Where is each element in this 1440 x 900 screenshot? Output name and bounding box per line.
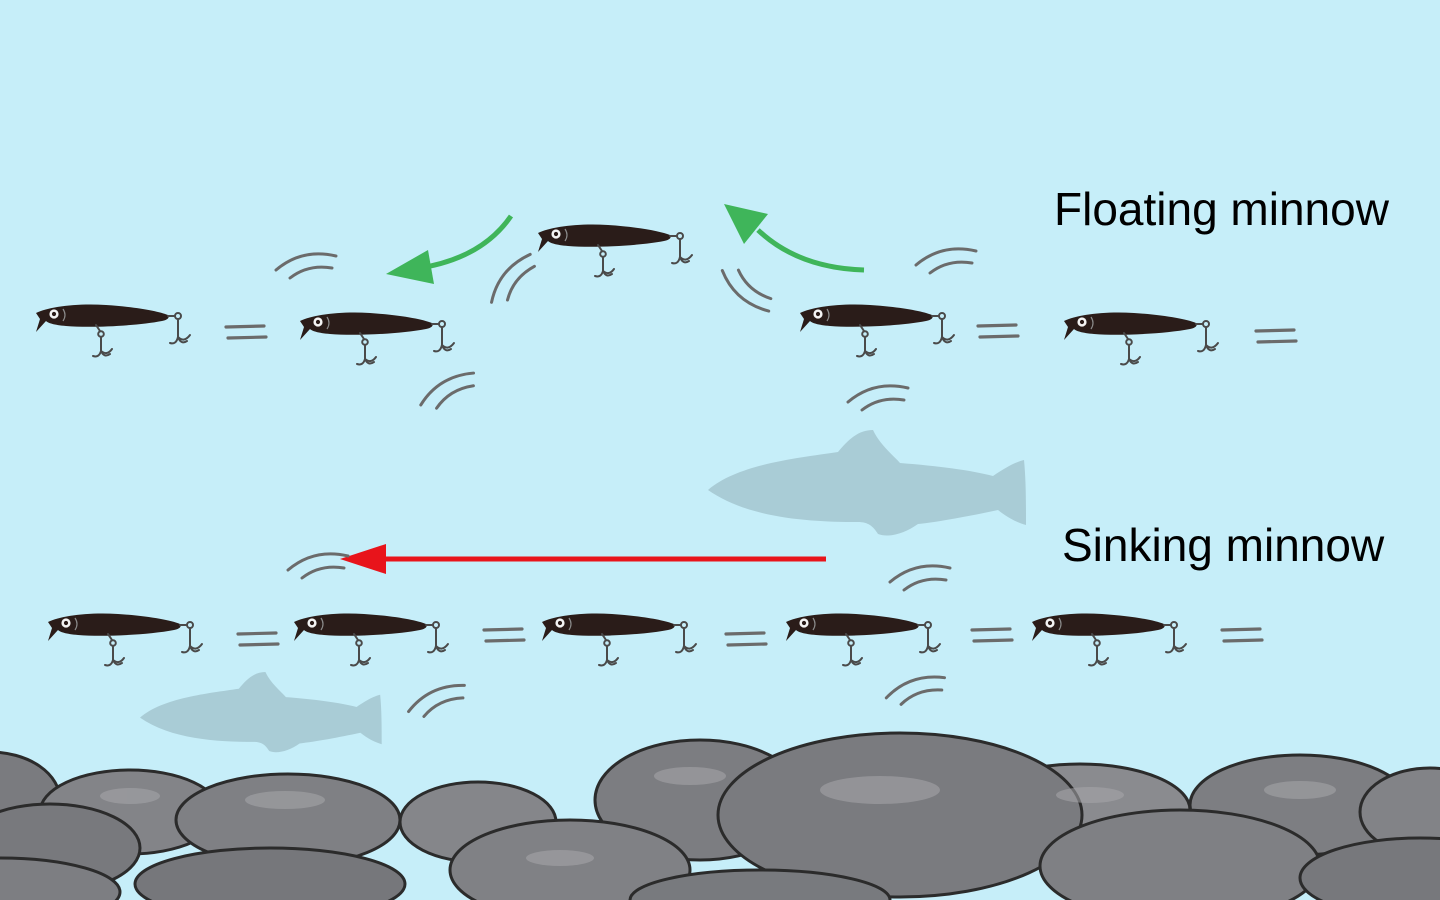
- curved-arrow-icon: [724, 204, 865, 273]
- vibration-marks-sinking: [236, 552, 1264, 721]
- sinking-minnow-lures: [47, 612, 1187, 667]
- minnow-lure-icon: [293, 612, 449, 667]
- sinking-minnow-label: Sinking minnow: [1062, 519, 1385, 571]
- minnow-lure-icon: [299, 311, 455, 366]
- floating-minnow-label: Floating minnow: [1054, 183, 1389, 235]
- curved-arrow-icon: [386, 214, 514, 284]
- minnow-lure-icon: [1063, 311, 1219, 366]
- floating-minnow-lures: [35, 223, 1219, 366]
- minnow-lure-icon: [799, 303, 955, 358]
- minnow-lure-icon: [1031, 612, 1187, 667]
- rock-highlights: [100, 767, 1336, 866]
- straight-arrow-icon: [340, 544, 826, 574]
- minnow-lure-icon: [541, 612, 697, 667]
- minnow-lure-icon: [785, 612, 941, 667]
- trout-silhouette-icon: [708, 430, 1026, 536]
- minnow-lure-icon: [537, 223, 693, 278]
- rocky-riverbed: [0, 731, 1440, 900]
- minnow-lure-icon: [47, 612, 203, 667]
- trout-silhouette-icon: [140, 672, 382, 753]
- minnow-lure-icon: [35, 303, 191, 358]
